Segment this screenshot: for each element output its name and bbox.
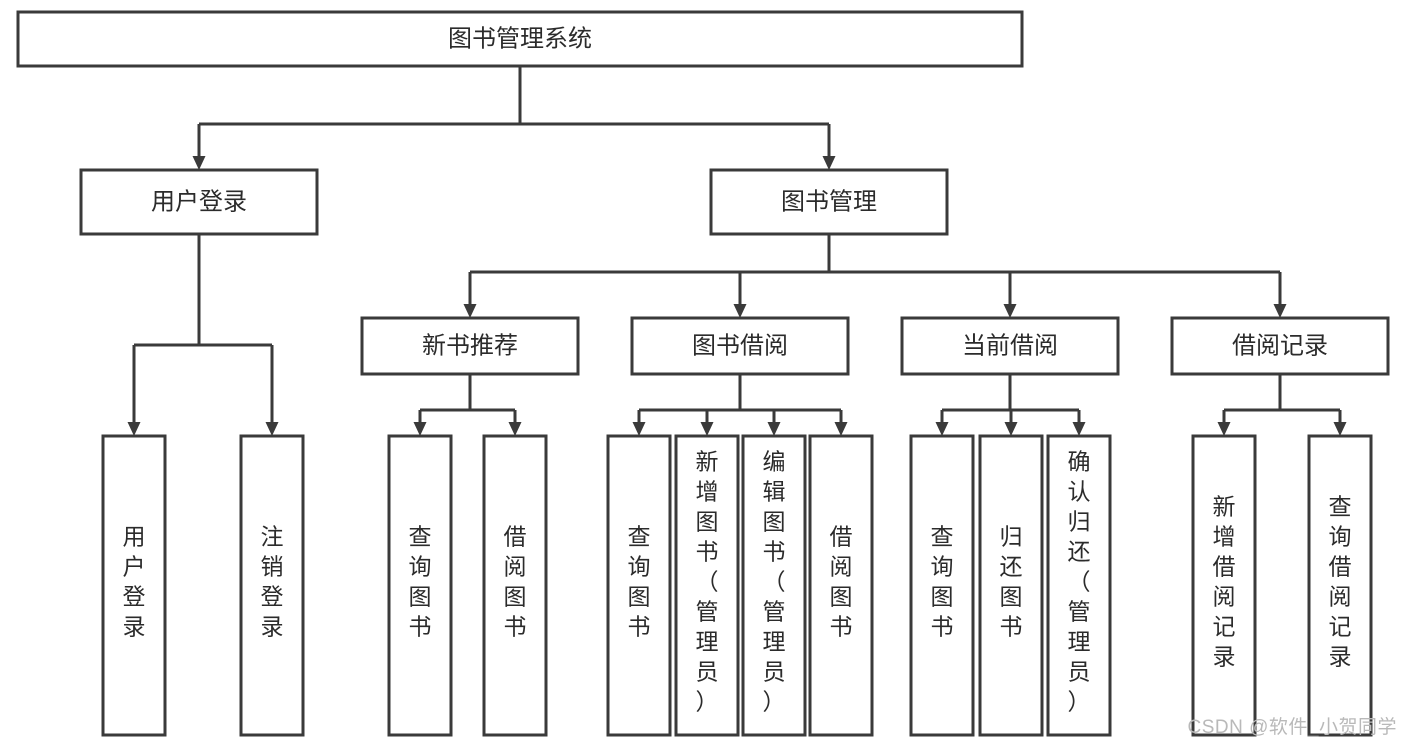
node-label: 借阅记录	[1232, 332, 1328, 359]
node-box	[16, 10, 1024, 68]
arrow-head	[1217, 422, 1231, 436]
arrow-head	[508, 422, 522, 436]
watermark: CSDN @软件_小贺同学	[1187, 717, 1397, 738]
node-leaf-add-borrow-record[interactable]: 新增借阅记录	[1191, 434, 1257, 737]
node-leaf-user-login[interactable]: 用户登录	[101, 434, 167, 737]
node-label: 确认归还（管理员）	[1068, 449, 1091, 715]
arrow-head	[935, 422, 949, 436]
arrow-head	[1333, 422, 1347, 436]
node-label: 新增图书（管理员）	[696, 449, 719, 715]
node-box	[79, 168, 319, 236]
node-label: 借阅图书	[504, 524, 527, 640]
node-box	[387, 434, 453, 737]
node-label: 编辑图书（管理员）	[763, 449, 786, 715]
node-box	[808, 434, 874, 737]
node-box	[482, 434, 548, 737]
arrow-head	[1003, 304, 1017, 318]
node-box	[741, 434, 807, 737]
node-box	[1307, 434, 1373, 737]
node-label: 查询图书	[628, 524, 651, 640]
node-root[interactable]: 图书管理系统	[16, 10, 1024, 68]
node-label: 用户登录	[151, 188, 247, 215]
arrow-head	[834, 422, 848, 436]
arrow-head	[700, 422, 714, 436]
node-leaf-user-logout[interactable]: 注销登录	[239, 434, 305, 737]
node-layer: 图书管理系统用户登录用户登录注销登录图书管理新书推荐查询图书借阅图书图书借阅查询…	[16, 10, 1390, 737]
node-label: 查询图书	[409, 524, 432, 640]
arrow-head	[1072, 422, 1086, 436]
node-box	[360, 316, 580, 376]
arrow-head	[192, 156, 206, 170]
node-label: 用户登录	[123, 524, 146, 640]
connector-layer	[127, 66, 1347, 436]
node-box	[101, 434, 167, 737]
node-user-login[interactable]: 用户登录	[79, 168, 319, 236]
node-leaf-query-book-2[interactable]: 查询图书	[606, 434, 672, 737]
node-label: 图书管理	[781, 188, 877, 215]
node-borrow-records[interactable]: 借阅记录	[1170, 316, 1390, 376]
node-label: 借阅图书	[830, 524, 853, 640]
arrow-head	[463, 304, 477, 318]
arrow-head	[632, 422, 646, 436]
node-box	[1191, 434, 1257, 737]
arrow-head	[413, 422, 427, 436]
arrow-head	[1004, 422, 1018, 436]
node-box	[630, 316, 850, 376]
node-new-book-recommend[interactable]: 新书推荐	[360, 316, 580, 376]
arrow-head	[1273, 304, 1287, 318]
node-book-borrow[interactable]: 图书借阅	[630, 316, 850, 376]
node-book-management[interactable]: 图书管理	[709, 168, 949, 236]
node-leaf-add-book[interactable]: 新增图书（管理员）	[674, 434, 740, 737]
node-label: 归还图书	[1000, 524, 1023, 640]
node-leaf-borrow-book-1[interactable]: 借阅图书	[482, 434, 548, 737]
node-box	[709, 168, 949, 236]
arrow-head	[265, 422, 279, 436]
node-label: 新增借阅记录	[1213, 494, 1236, 670]
node-label: 图书管理系统	[448, 25, 592, 52]
node-box	[1170, 316, 1390, 376]
arrow-head	[822, 156, 836, 170]
node-label: 注销登录	[261, 524, 284, 640]
node-leaf-query-book-1[interactable]: 查询图书	[387, 434, 453, 737]
node-leaf-confirm-return[interactable]: 确认归还（管理员）	[1046, 434, 1112, 737]
node-current-borrow[interactable]: 当前借阅	[900, 316, 1120, 376]
node-leaf-return-book[interactable]: 归还图书	[978, 434, 1044, 737]
node-leaf-query-borrow-record[interactable]: 查询借阅记录	[1307, 434, 1373, 737]
node-leaf-borrow-book-2[interactable]: 借阅图书	[808, 434, 874, 737]
node-box	[900, 316, 1120, 376]
node-box	[239, 434, 305, 737]
node-box	[978, 434, 1044, 737]
node-label: 新书推荐	[422, 332, 518, 359]
node-label: 图书借阅	[692, 332, 788, 359]
node-leaf-edit-book[interactable]: 编辑图书（管理员）	[741, 434, 807, 737]
node-box	[909, 434, 975, 737]
node-label: 查询图书	[931, 524, 954, 640]
node-box	[674, 434, 740, 737]
node-label: 查询借阅记录	[1329, 494, 1352, 670]
node-leaf-query-book-3[interactable]: 查询图书	[909, 434, 975, 737]
arrow-head	[733, 304, 747, 318]
arrow-head	[127, 422, 141, 436]
node-box	[1046, 434, 1112, 737]
node-label: 当前借阅	[962, 332, 1058, 359]
arrow-head	[767, 422, 781, 436]
node-box	[606, 434, 672, 737]
